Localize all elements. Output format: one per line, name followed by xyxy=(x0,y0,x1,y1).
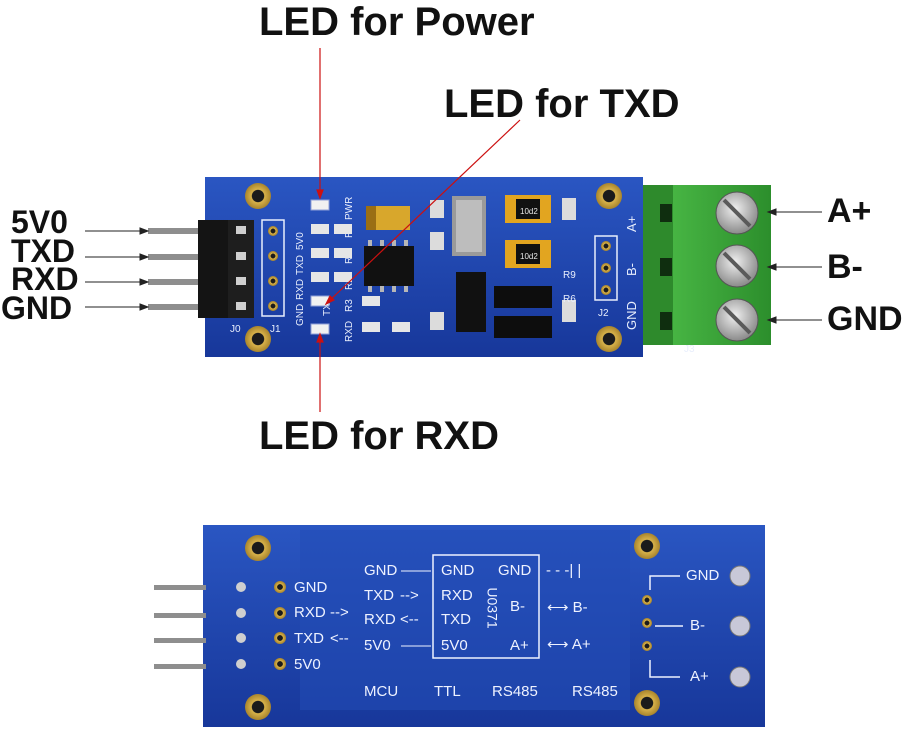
callout-led-txd: LED for TXD xyxy=(444,82,680,126)
terminal-label-b-minus: B- xyxy=(827,248,863,286)
svg-text:10d2: 10d2 xyxy=(520,252,538,261)
svg-text:R6: R6 xyxy=(563,294,576,305)
svg-text:B-: B- xyxy=(624,263,639,276)
footer-ttl: TTL xyxy=(434,683,461,700)
ttl-gnd: GND xyxy=(441,562,475,579)
header-body xyxy=(198,220,228,318)
terminal-b-minus: B- xyxy=(690,617,705,634)
svg-text:R9: R9 xyxy=(563,270,576,281)
svg-text:J3: J3 xyxy=(684,344,695,355)
terminal-label-gnd: GND xyxy=(827,300,903,338)
footer-mcu: MCU xyxy=(364,683,399,700)
silk-j1: J1 xyxy=(270,324,281,335)
silk-rxd: RXD xyxy=(295,279,306,300)
rs485-ground-symbol: - - -| | xyxy=(546,562,582,579)
chip-name: U0371 xyxy=(484,587,501,629)
terminal-gnd: GND xyxy=(686,567,720,584)
silk-r2: R2 xyxy=(344,277,355,290)
ttl-rxd: RXD xyxy=(441,587,473,604)
silk-r3: R3 xyxy=(344,299,355,312)
bottom-pin-5v0: 5V0 xyxy=(294,656,321,673)
bottom-pin-gnd: GND xyxy=(294,579,328,596)
silk-5v0: 5V0 xyxy=(295,232,306,250)
pin-label-rxd: RXD xyxy=(11,261,79,297)
mount-hole xyxy=(596,326,622,352)
ic-chip xyxy=(364,246,414,286)
terminal-label-a-plus: A+ xyxy=(827,192,872,230)
header-pins xyxy=(148,228,228,310)
silk-gnd: GND xyxy=(295,304,306,326)
svg-text:10d2: 10d2 xyxy=(520,207,538,216)
chip-a-plus: A+ xyxy=(510,637,529,654)
pin-label-txd: TXD xyxy=(11,233,75,269)
silk-txd: TXD xyxy=(295,255,306,275)
pin-label-gnd: GND xyxy=(1,290,73,326)
mount-hole xyxy=(596,183,622,209)
footer-rs485-b: RS485 xyxy=(572,683,618,700)
pin-label-5v0: 5V0 xyxy=(11,204,68,240)
bottom-pin-rxd: RXD xyxy=(294,604,326,621)
ttl-5v0: 5V0 xyxy=(441,637,468,654)
svg-text:A+: A+ xyxy=(624,216,639,232)
bottom-pin-txd: TXD xyxy=(294,630,324,647)
callout-lines xyxy=(316,48,521,412)
footer-rs485-a: RS485 xyxy=(492,683,538,700)
callout-led-power: LED for Power xyxy=(259,0,535,44)
svg-text:GND: GND xyxy=(624,301,639,330)
mcu-rxd: RXD xyxy=(364,611,396,628)
svg-text:J2: J2 xyxy=(598,308,609,319)
chip-b-minus: B- xyxy=(510,598,525,615)
silk-pwr: PWR xyxy=(344,197,355,220)
mcu-gnd: GND xyxy=(364,562,398,579)
silk-led-rx: RXD xyxy=(344,321,355,342)
silk-j0: J0 xyxy=(230,324,241,335)
chip-gnd: GND xyxy=(498,562,532,579)
terminal-a-plus: A+ xyxy=(690,668,709,685)
rs485-a-plus: ⟷ A+ xyxy=(547,636,591,653)
mcu-5v0: 5V0 xyxy=(364,637,391,654)
mount-hole xyxy=(245,326,271,352)
mount-hole xyxy=(245,183,271,209)
mcu-txd: TXD xyxy=(364,587,394,604)
j1-holes xyxy=(261,219,285,317)
callout-led-rxd: LED for RXD xyxy=(259,414,499,458)
smd-components xyxy=(310,198,576,335)
rs485-b-minus: ⟷ B- xyxy=(547,599,588,616)
ttl-txd: TXD xyxy=(441,611,471,628)
